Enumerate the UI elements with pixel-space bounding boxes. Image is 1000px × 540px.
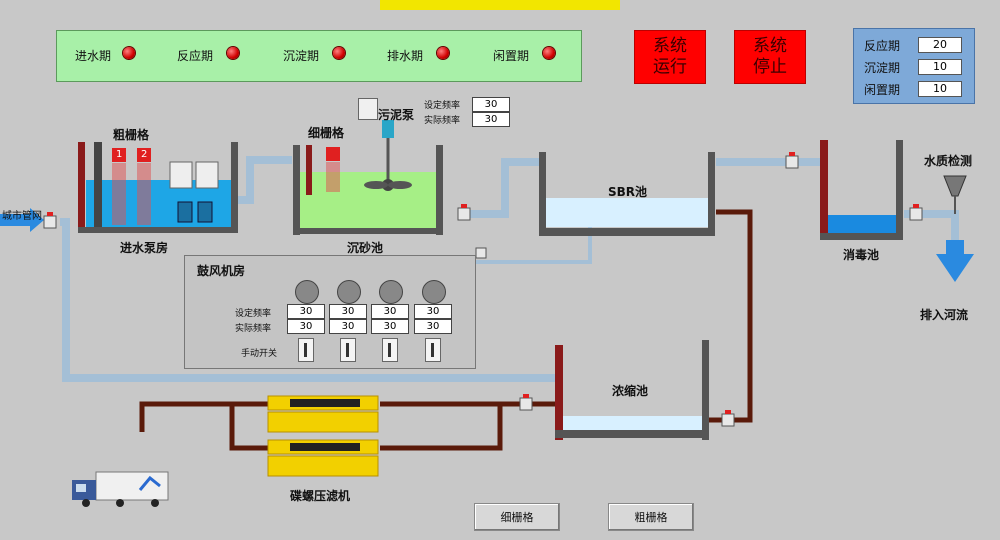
disinfection-tank bbox=[820, 140, 903, 240]
truck-icon bbox=[72, 471, 169, 507]
blower-1-icon bbox=[295, 280, 319, 304]
blower-3-manual-switch[interactable] bbox=[382, 338, 398, 362]
phase-indicator-panel: 进水期 反应期 沉淀期 排水期 闲置期 bbox=[56, 30, 582, 82]
phase-label-react: 反应期 bbox=[177, 49, 214, 63]
timing-input-react[interactable]: 20 bbox=[918, 37, 962, 53]
screen-number-2: 2 bbox=[141, 149, 148, 160]
blower-4-icon bbox=[422, 280, 446, 304]
city-pipe-label: 城市管网 bbox=[2, 211, 42, 222]
disinfection-tank-label: 消毒池 bbox=[843, 248, 880, 262]
grit-tank bbox=[293, 120, 443, 235]
phase-led-idle bbox=[543, 47, 555, 59]
blower-3-actual-value: 30 bbox=[371, 319, 409, 334]
water-quality-detector bbox=[936, 175, 974, 282]
screw-press-label: 碟螺压滤机 bbox=[290, 489, 351, 503]
phase-led-settle bbox=[333, 47, 345, 59]
sludge-pump-set-label: 设定频率 bbox=[424, 101, 461, 111]
timing-label-idle: 闲置期 bbox=[864, 83, 901, 97]
discharge-label: 排入河流 bbox=[920, 308, 969, 322]
inlet-pump-room-label: 进水泵房 bbox=[120, 241, 169, 255]
blower-4-manual-switch[interactable] bbox=[425, 338, 441, 362]
sbr-tank bbox=[539, 152, 715, 236]
inlet-arrow bbox=[0, 208, 44, 232]
blower-room-panel: 鼓风机房 设定频率 实际频率 手动开关 30 30 30 30 30 30 30… bbox=[184, 255, 476, 369]
phase-led-drain bbox=[437, 47, 449, 59]
phase-label-drain: 排水期 bbox=[387, 49, 424, 63]
timing-panel: 反应期 20 沉淀期 10 闲置期 10 bbox=[853, 28, 975, 104]
system-stop-line2: 停止 bbox=[753, 57, 787, 77]
sbr-tank-label: SBR池 bbox=[608, 185, 648, 199]
blower-2-actual-value: 30 bbox=[329, 319, 367, 334]
blower-set-label: 设定频率 bbox=[235, 309, 272, 319]
grit-tank-label: 沉砂池 bbox=[347, 241, 384, 255]
title-strip bbox=[380, 0, 620, 10]
system-run-line2: 运行 bbox=[653, 57, 687, 77]
blower-actual-label: 实际频率 bbox=[235, 324, 272, 334]
phase-label-idle: 闲置期 bbox=[493, 49, 530, 63]
fine-screen-button[interactable]: 细栅格 bbox=[474, 503, 560, 531]
coarse-screen-button[interactable]: 粗栅格 bbox=[608, 503, 694, 531]
phase-led-inlet bbox=[123, 47, 135, 59]
thickener-label: 浓缩池 bbox=[612, 384, 649, 398]
blower-4-set-value[interactable]: 30 bbox=[414, 304, 452, 319]
sludge-pump-label: 污泥泵 bbox=[378, 108, 415, 122]
blower-1-manual-switch[interactable] bbox=[298, 338, 314, 362]
phase-label-settle: 沉淀期 bbox=[283, 49, 320, 63]
water-quality-label: 水质检测 bbox=[924, 154, 973, 168]
blower-4-actual-value: 30 bbox=[414, 319, 452, 334]
phase-led-react bbox=[227, 47, 239, 59]
sludge-pump-actual-label: 实际频率 bbox=[424, 116, 461, 126]
blower-2-set-value[interactable]: 30 bbox=[329, 304, 367, 319]
system-run-line1: 系统 bbox=[653, 36, 687, 56]
sludge-pump-actual-value: 30 bbox=[472, 112, 510, 127]
coarse-screen-label: 粗栅格 bbox=[113, 128, 150, 142]
blower-3-set-value[interactable]: 30 bbox=[371, 304, 409, 319]
valve-handles bbox=[47, 152, 919, 414]
screw-press bbox=[267, 395, 379, 477]
thickener-tank bbox=[555, 340, 709, 440]
blower-1-set-value[interactable]: 30 bbox=[287, 304, 325, 319]
timing-label-settle: 沉淀期 bbox=[864, 61, 901, 75]
blower-1-actual-value: 30 bbox=[287, 319, 325, 334]
timing-input-idle[interactable]: 10 bbox=[918, 81, 962, 97]
system-stop-line1: 系统 bbox=[753, 36, 787, 56]
sludge-pump-switch[interactable] bbox=[358, 98, 378, 120]
system-stop-button[interactable]: 系统 停止 bbox=[734, 30, 806, 84]
blower-3-icon bbox=[379, 280, 403, 304]
blower-manual-label: 手动开关 bbox=[241, 349, 278, 359]
phase-label-inlet: 进水期 bbox=[75, 49, 112, 63]
timing-input-settle[interactable]: 10 bbox=[918, 59, 962, 75]
inlet-pump-room-tank bbox=[78, 142, 238, 233]
screen-number-1: 1 bbox=[116, 149, 123, 160]
system-run-button[interactable]: 系统 运行 bbox=[634, 30, 706, 84]
blower-room-label: 鼓风机房 bbox=[197, 264, 246, 278]
blower-2-manual-switch[interactable] bbox=[340, 338, 356, 362]
fine-screen-label: 细栅格 bbox=[308, 126, 345, 140]
blower-2-icon bbox=[337, 280, 361, 304]
sludge-pump-set-value[interactable]: 30 bbox=[472, 97, 510, 112]
timing-label-react: 反应期 bbox=[864, 39, 901, 53]
